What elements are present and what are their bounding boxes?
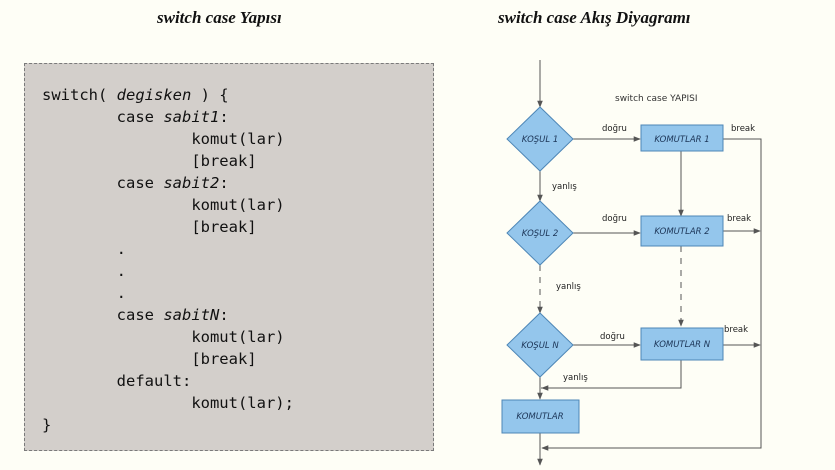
code-line: case sabit2:: [42, 172, 294, 194]
code-indent: [42, 262, 117, 280]
condition-2-label: KOŞUL 2: [522, 229, 559, 239]
flowchart-title: switch case Akış Diyagramı: [498, 8, 691, 27]
code-text: :: [219, 174, 229, 192]
code-text: .: [116, 284, 126, 302]
code-indent: [42, 174, 117, 192]
code-identifier: sabit2: [163, 174, 220, 192]
code-text: .: [116, 240, 126, 258]
break-line-1: [541, 138, 762, 451]
default-block-label: KOMUTLAR: [516, 412, 563, 422]
condition-2: KOŞUL 2: [506, 200, 574, 266]
yes-label-n: doğru: [600, 332, 625, 342]
switch-flowchart: switch case YAPISI KOŞUL 1 KOŞUL 2 KOŞUL…: [501, 60, 762, 466]
yes-label-2: doğru: [602, 214, 627, 224]
code-indent: [42, 350, 191, 368]
condition-1: KOŞUL 1: [506, 106, 574, 172]
break-label-1: break: [731, 124, 755, 134]
code-line: .: [42, 260, 294, 282]
code-text: komut(lar);: [191, 394, 294, 412]
connector-lines: [537, 60, 762, 466]
code-text: komut(lar): [191, 328, 285, 346]
code-text: [break]: [191, 152, 257, 170]
condition-n: KOŞUL N: [506, 312, 574, 378]
no-label-2: yanlış: [556, 282, 581, 292]
code-text: default:: [116, 372, 192, 390]
block-2-label: KOMUTLAR 2: [654, 227, 709, 237]
code-structure-title: switch case Yapısı: [157, 8, 282, 27]
code-line: komut(lar): [42, 128, 294, 150]
code-text: ) {: [191, 86, 229, 104]
yes-label-1: doğru: [602, 124, 627, 134]
code-text: .: [116, 262, 126, 280]
code-line: komut(lar);: [42, 392, 294, 414]
code-line: switch( degisken ) {: [42, 84, 294, 106]
code-indent: [42, 394, 191, 412]
code-indent: [42, 218, 191, 236]
code-box: switch( degisken ) { case sabit1: komut(…: [24, 63, 434, 451]
code-indent: [42, 240, 117, 258]
flowchart-caption: switch case YAPISI: [615, 94, 698, 104]
block-1-label: KOMUTLAR 1: [654, 135, 709, 145]
code-text: :: [219, 306, 229, 324]
block-n: KOMUTLAR N: [640, 327, 724, 361]
code-line: [break]: [42, 348, 294, 370]
block-n-label: KOMUTLAR N: [654, 340, 711, 350]
code-indent: [42, 130, 191, 148]
code-line: komut(lar): [42, 326, 294, 348]
code-line: [break]: [42, 150, 294, 172]
code-text: [break]: [191, 218, 257, 236]
code-line: }: [42, 414, 294, 436]
break-label-2: break: [727, 214, 751, 224]
code-text: case: [116, 174, 164, 192]
code-indent: [42, 108, 117, 126]
break-label-n: break: [724, 325, 748, 335]
code-text: komut(lar): [191, 130, 285, 148]
condition-n-label: KOŞUL N: [521, 341, 559, 351]
code-line: [break]: [42, 216, 294, 238]
code-line: case sabit1:: [42, 106, 294, 128]
code-indent: [42, 372, 117, 390]
code-indent: [42, 284, 117, 302]
code-line: default:: [42, 370, 294, 392]
code-text: case: [116, 108, 164, 126]
code-identifier: sabitN: [163, 306, 220, 324]
code-line: .: [42, 282, 294, 304]
condition-1-label: KOŞUL 1: [522, 135, 559, 145]
code-identifier: degisken: [116, 86, 192, 104]
no-label-1: yanlış: [552, 182, 577, 192]
code-indent: [42, 328, 191, 346]
code-text: :: [219, 108, 229, 126]
code-text: komut(lar): [191, 196, 285, 214]
block-2: KOMUTLAR 2: [640, 215, 724, 247]
code-text: }: [42, 416, 52, 434]
code-line: .: [42, 238, 294, 260]
code-indent: [42, 306, 117, 324]
code-listing: switch( degisken ) { case sabit1: komut(…: [42, 84, 294, 436]
block-1: KOMUTLAR 1: [640, 124, 724, 152]
code-indent: [42, 152, 191, 170]
code-identifier: sabit1: [163, 108, 220, 126]
code-line: case sabitN:: [42, 304, 294, 326]
blockn-merge-line: [541, 360, 682, 389]
code-text: case: [116, 306, 164, 324]
no-label-n: yanlış: [563, 373, 588, 383]
code-text: switch(: [42, 86, 117, 104]
default-block: KOMUTLAR: [501, 399, 580, 434]
code-text: [break]: [191, 350, 257, 368]
code-line: komut(lar): [42, 194, 294, 216]
code-indent: [42, 196, 191, 214]
